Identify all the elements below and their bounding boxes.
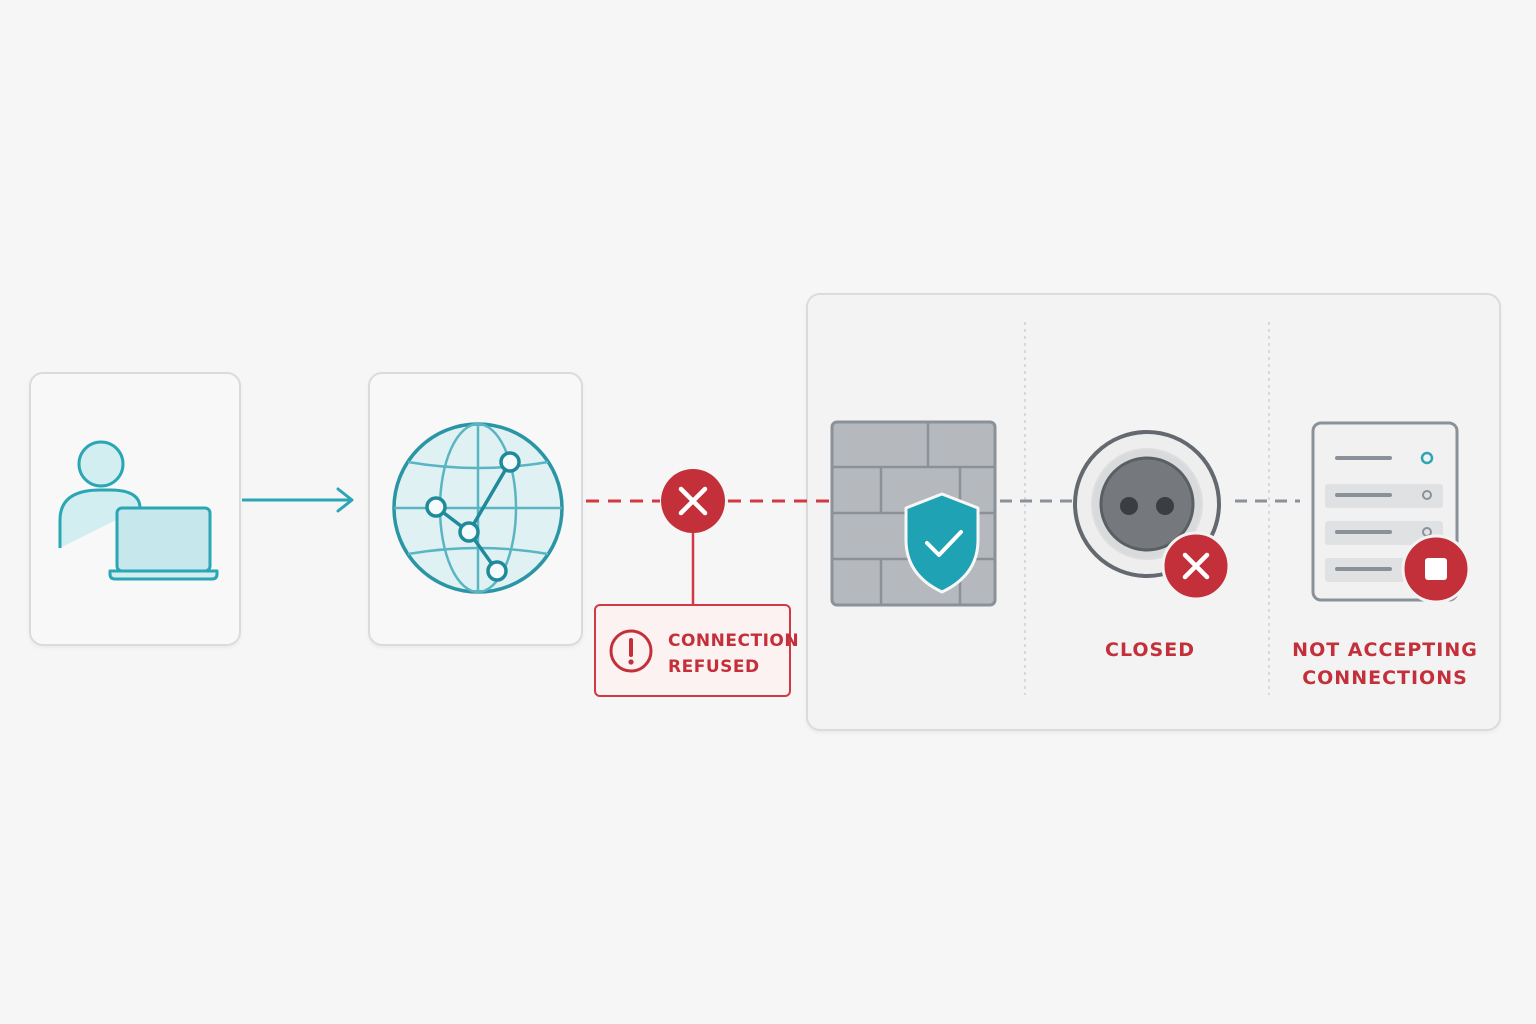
request-arrow — [242, 487, 354, 513]
laptop-icon — [108, 506, 219, 581]
service-state-label: NOT ACCEPTING CONNECTIONS — [1280, 636, 1490, 692]
service-state-line1: NOT ACCEPTING — [1292, 639, 1478, 661]
service-state-line2: CONNECTIONS — [1302, 667, 1468, 689]
error-x-icon — [661, 469, 725, 533]
closed-x-icon — [1161, 531, 1231, 601]
stop-icon — [1401, 534, 1471, 604]
port-state-label: CLOSED — [1105, 639, 1195, 661]
error-message: CONNECTION REFUSED — [668, 628, 800, 680]
error-callout: CONNECTION REFUSED — [594, 604, 800, 697]
alert-icon — [609, 629, 653, 673]
globe-network-icon — [392, 422, 564, 594]
error-message-line1: CONNECTION — [668, 631, 800, 651]
error-message-line2: REFUSED — [668, 657, 760, 677]
user-icon — [58, 440, 142, 548]
shield-check-icon — [904, 492, 980, 594]
